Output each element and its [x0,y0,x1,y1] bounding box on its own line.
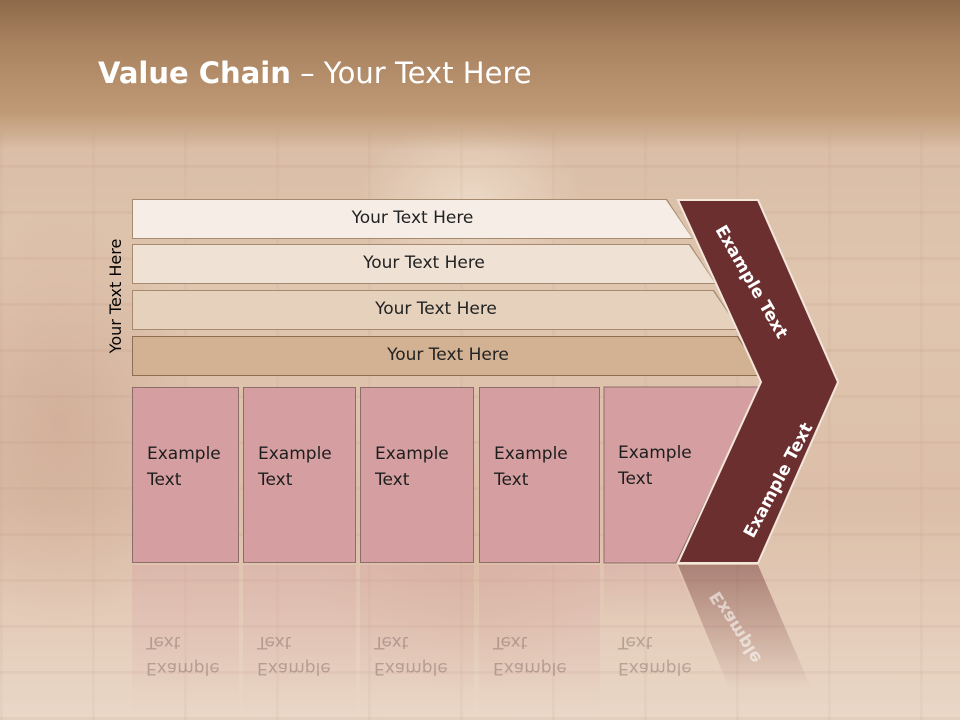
card-5-reflection-text: Example Text [604,565,692,715]
chevron-arrow[interactable] [676,199,840,564]
card-3-reflection: Example Text [360,565,474,715]
card-1-line2: Text [147,470,182,490]
card-3-line2: Text [375,470,410,490]
card-4-line1: Example [494,444,568,464]
card-4-line2: Text [494,470,529,490]
band-4[interactable]: Your Text Here [132,336,764,376]
title-bar [0,0,960,150]
card-5-shape[interactable] [603,386,761,564]
card-5-reflection [604,565,700,620]
card-5-reflection-line2: Text [618,632,653,652]
band-1[interactable]: Your Text Here [132,199,693,239]
card-4[interactable]: Example Text [479,387,600,563]
band-4-text: Your Text Here [387,345,509,365]
band-3[interactable]: Your Text Here [132,290,740,330]
card-4-reflection-line2: Text [493,632,528,652]
card-3-line1: Example [375,444,449,464]
card-2-line2: Text [258,470,293,490]
band-2-text: Your Text Here [363,253,485,273]
card-2-line1: Example [258,444,332,464]
slide-title-rest: – Your Text Here [290,56,532,90]
card-4-reflection: Example Text [479,565,600,715]
card-2-reflection: Example Text [243,565,356,715]
card-1-reflection-line1: Example [146,658,220,678]
card-4-reflection-line1: Example [493,658,567,678]
card-1-reflection-line2: Text [146,632,181,652]
card-3-reflection-line2: Text [374,632,409,652]
card-2[interactable]: Example Text [243,387,356,563]
card-3-reflection-line1: Example [374,658,448,678]
card-5[interactable]: Example Text [604,387,754,563]
card-1-line1: Example [147,444,221,464]
chevron-reflection [678,565,812,690]
card-1-reflection: Example Text [132,565,239,715]
band-2[interactable]: Your Text Here [132,244,716,284]
card-5-reflection-line1: Example [618,658,692,678]
card-3[interactable]: Example Text [360,387,474,563]
card-5-line2: Text [618,469,653,489]
band-1-text: Your Text Here [351,208,474,228]
card-5-line1: Example [618,443,692,463]
card-1[interactable]: Example Text [132,387,239,563]
card-2-reflection-line1: Example [257,658,331,678]
slide-title: Value Chain – Your Text Here [98,56,532,90]
band-3-text: Your Text Here [375,299,497,319]
slide-title-bold: Value Chain [98,56,291,90]
card-2-reflection-line2: Text [257,632,292,652]
